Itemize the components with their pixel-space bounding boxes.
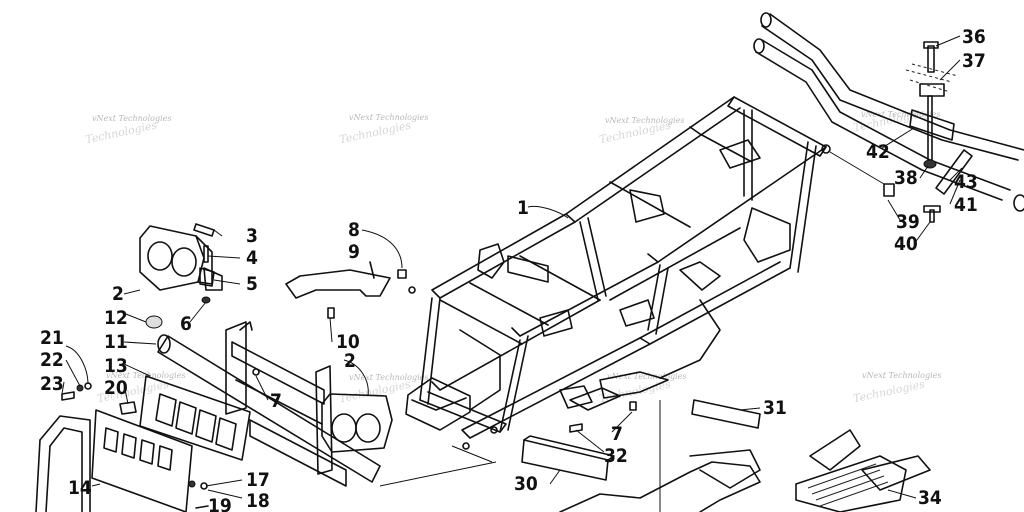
watermark-text: vNext Technologies xyxy=(605,116,684,125)
grille xyxy=(139,375,251,461)
callout-41: 41 xyxy=(954,194,978,216)
callout-labels: 1 2 2 3 4 5 6 7 7 8 9 10 11 12 13 14 17 … xyxy=(40,26,986,512)
callout-32: 32 xyxy=(604,445,628,467)
front-bumper xyxy=(35,409,193,512)
watermark-text: vNext Technologies xyxy=(607,372,686,381)
watermark: Technologies vNext Technologies xyxy=(338,113,428,146)
callout-3: 3 xyxy=(246,225,258,247)
front-bumper-bracket xyxy=(225,321,347,487)
callout-2-left: 2 xyxy=(112,283,124,305)
leader-lines xyxy=(61,35,963,512)
main-frame xyxy=(405,96,831,450)
callout-22: 22 xyxy=(40,349,64,371)
callout-5: 5 xyxy=(246,273,258,295)
watermark-text: vNext Technologies xyxy=(861,110,940,119)
callout-36: 36 xyxy=(962,26,986,48)
callout-7-frame: 7 xyxy=(611,423,623,445)
watermark: Technologies vNext Technologies xyxy=(598,116,684,146)
callout-43: 43 xyxy=(954,171,978,193)
callout-4: 4 xyxy=(246,247,258,269)
callout-2-right: 2 xyxy=(344,350,356,372)
watermark-shadow: Technologies xyxy=(852,377,926,405)
callout-37: 37 xyxy=(962,50,986,72)
callout-21: 21 xyxy=(40,327,64,349)
callout-6: 6 xyxy=(180,313,192,335)
watermark-text: vNext Technologies xyxy=(92,114,171,123)
mount-bracket xyxy=(285,261,407,319)
rear-rack xyxy=(753,12,1024,212)
callout-42: 42 xyxy=(866,141,890,163)
callout-11: 11 xyxy=(104,331,128,353)
callout-14: 14 xyxy=(68,477,92,499)
callout-23: 23 xyxy=(40,373,64,395)
headlight-left xyxy=(139,225,223,291)
callout-38: 38 xyxy=(894,167,918,189)
callout-31: 31 xyxy=(763,397,787,419)
callout-8: 8 xyxy=(348,219,360,241)
callout-9: 9 xyxy=(348,241,360,263)
watermark: Technologies vNext Technologies xyxy=(84,114,171,146)
watermark-text: vNext Technologies xyxy=(349,373,428,382)
callout-10: 10 xyxy=(336,331,360,353)
callout-39: 39 xyxy=(896,211,920,233)
skid-plates xyxy=(521,387,761,481)
callout-13: 13 xyxy=(104,355,128,377)
headlight-right xyxy=(321,393,393,453)
callout-7-bracket: 7 xyxy=(270,390,282,412)
callout-19: 19 xyxy=(208,495,232,512)
callout-20: 20 xyxy=(104,377,128,399)
watermark-text: vNext Technologies xyxy=(862,371,941,380)
watermark-shadow: Technologies xyxy=(338,118,412,146)
watermark-text: vNext Technologies xyxy=(349,113,428,122)
headlight-hardware xyxy=(193,223,215,304)
callout-40: 40 xyxy=(894,233,918,255)
floorboard xyxy=(559,429,931,512)
callout-17: 17 xyxy=(246,469,270,491)
callout-34: 34 xyxy=(918,487,942,509)
callout-18: 18 xyxy=(246,490,270,512)
callout-30: 30 xyxy=(514,473,538,495)
rack-hardware xyxy=(883,41,959,223)
callout-12: 12 xyxy=(104,307,128,329)
callout-1: 1 xyxy=(517,197,529,219)
watermark: Technologies vNext Technologies xyxy=(852,371,942,405)
